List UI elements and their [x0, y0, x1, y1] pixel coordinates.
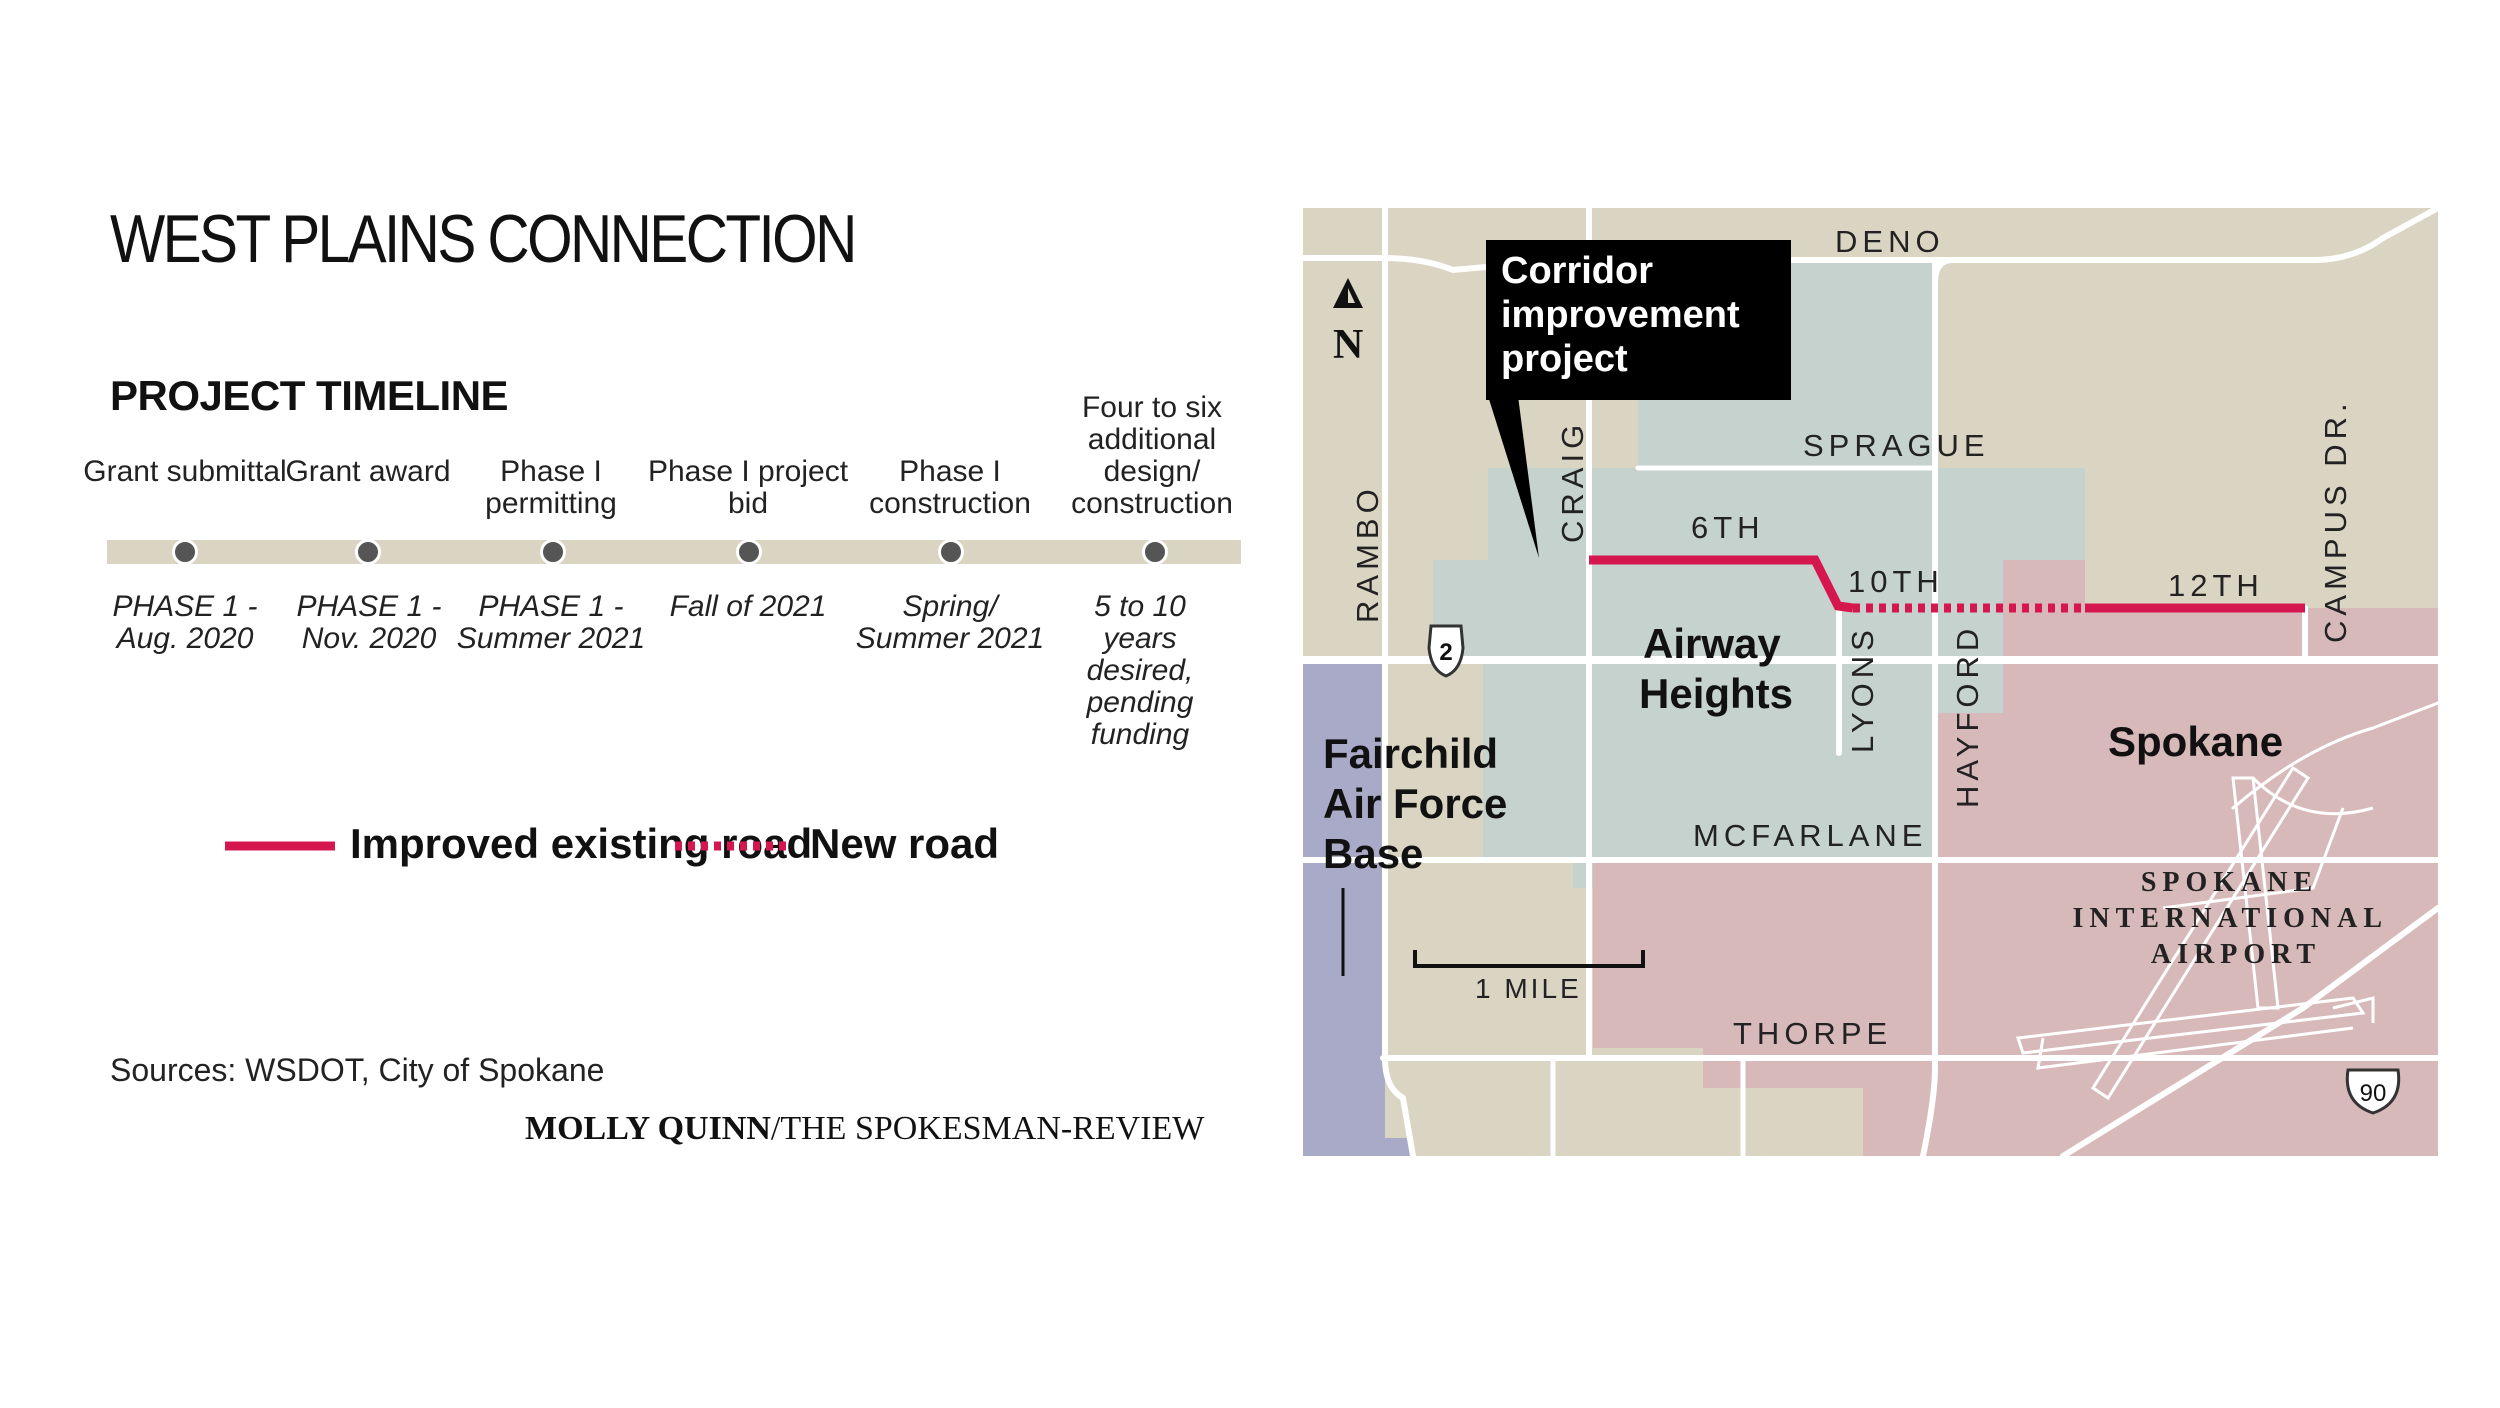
label-craig: CRAIG [1555, 420, 1590, 543]
timeline-step-date: PHASE 1 - Summer 2021 [456, 590, 646, 655]
timeline-step-label: Phase I permitting [485, 455, 617, 520]
callout-text: Corridor improvement project [1501, 250, 1750, 380]
timeline-dot [172, 539, 198, 565]
timeline-step-date: PHASE 1 - Nov. 2020 [296, 590, 442, 655]
fairchild-area [1303, 658, 1413, 1156]
timeline-dot [355, 539, 381, 565]
legend-improved-swatch [225, 841, 335, 851]
road-i90 [2060, 905, 2438, 1156]
sources-note: Sources: WSDOT, City of Spokane [110, 1052, 605, 1088]
timeline-step-label: Four to six additional design/ construct… [1071, 391, 1233, 520]
timeline-step-label: Grant award [285, 455, 451, 488]
label-12th: 12TH [2168, 568, 2264, 603]
credit-line: MOLLY QUINN/THE SPOKESMAN-REVIEW [525, 1110, 1204, 1148]
label-campus: CAMPUS DR. [2318, 398, 2353, 643]
label-deno: DENO [1835, 224, 1945, 259]
timeline-step-date: 5 to 10 years desired, pending funding [1086, 590, 1194, 751]
timeline-step-date: PHASE 1 - Aug. 2020 [112, 590, 258, 655]
improved-road-line [1589, 555, 1854, 613]
callout-box [1486, 240, 1791, 400]
timeline-step-label: Phase I construction [869, 455, 1031, 520]
credit-author: MOLLY QUINN [525, 1110, 771, 1147]
label-fairchild: Fairchild Air Force Base [1323, 730, 1519, 877]
airport-runways [2015, 765, 2375, 1101]
north-arrow-icon-shade [1348, 288, 1355, 303]
label-hayford: HAYFORD [1950, 624, 1985, 808]
label-6th: 6TH [1691, 510, 1765, 545]
callout-pointer [1488, 396, 1539, 558]
label-spokane: Spokane [2108, 718, 2283, 765]
page-title: WEST PLAINS CONNECTION [110, 201, 857, 277]
label-10th: 10TH [1848, 564, 1944, 599]
legend-new-road-label: New road [810, 820, 1000, 867]
north-label: N [1333, 322, 1363, 368]
timeline-dot [1142, 539, 1168, 565]
legend-new-road-swatch [675, 841, 790, 851]
label-rambo: RAMBO [1350, 484, 1385, 623]
timeline-step-date: Spring/ Summer 2021 [855, 590, 1045, 655]
label-thorpe: THORPE [1733, 1016, 1892, 1051]
credit-outlet: /THE SPOKESMAN-REVIEW [770, 1110, 1205, 1147]
label-sprague: SPRAGUE [1803, 428, 1990, 463]
timeline-dot [540, 539, 566, 565]
timeline-dot [736, 539, 762, 565]
legend-improved-label: Improved existing road [350, 820, 813, 867]
road-hayford [1920, 257, 1938, 1156]
road-airport-access [2231, 701, 2438, 810]
label-mcfarlane: MCFARLANE [1693, 818, 1927, 853]
map: Corridor improvement project N DENO SPRA… [1303, 208, 2438, 1156]
us-2-shield-icon [1427, 624, 1465, 678]
label-airway-heights: Airway Heights [1639, 620, 1793, 717]
us-2-label: 2 [1439, 639, 1452, 666]
i-90-shield-icon [2345, 1068, 2401, 1115]
scale-label: 1 MILE [1475, 973, 1582, 1004]
label-airport: SPOKANE INTERNATIONAL AIRPORT [2073, 867, 2400, 970]
i-90-label: 90 [2360, 1080, 2387, 1107]
label-lyons: LYONS [1845, 625, 1880, 753]
timeline-step-date: Fall of 2021 [669, 590, 827, 623]
timeline-step-label: Grant submittal [83, 455, 287, 488]
airway-heights-area [1433, 260, 2085, 888]
scale-bar [1413, 950, 1645, 968]
timeline-heading: PROJECT TIMELINE [110, 372, 509, 419]
timeline-step-label: Phase I project bid [647, 455, 849, 520]
timeline-bar [107, 540, 1241, 564]
timeline-dot [938, 539, 964, 565]
